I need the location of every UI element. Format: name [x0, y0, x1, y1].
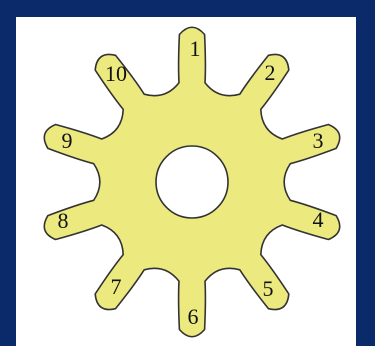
tooth-label-5: 5 — [263, 276, 274, 301]
tooth-label-3: 3 — [313, 128, 324, 153]
tooth-label-1: 1 — [190, 36, 201, 61]
tooth-label-4: 4 — [313, 207, 324, 232]
tooth-label-9: 9 — [62, 128, 73, 153]
tooth-label-7: 7 — [111, 274, 122, 299]
tooth-label-10: 10 — [105, 61, 127, 86]
gear-center-hole — [156, 146, 228, 218]
tooth-label-8: 8 — [58, 208, 69, 233]
tooth-label-2: 2 — [265, 60, 276, 85]
tooth-label-6: 6 — [188, 304, 199, 329]
